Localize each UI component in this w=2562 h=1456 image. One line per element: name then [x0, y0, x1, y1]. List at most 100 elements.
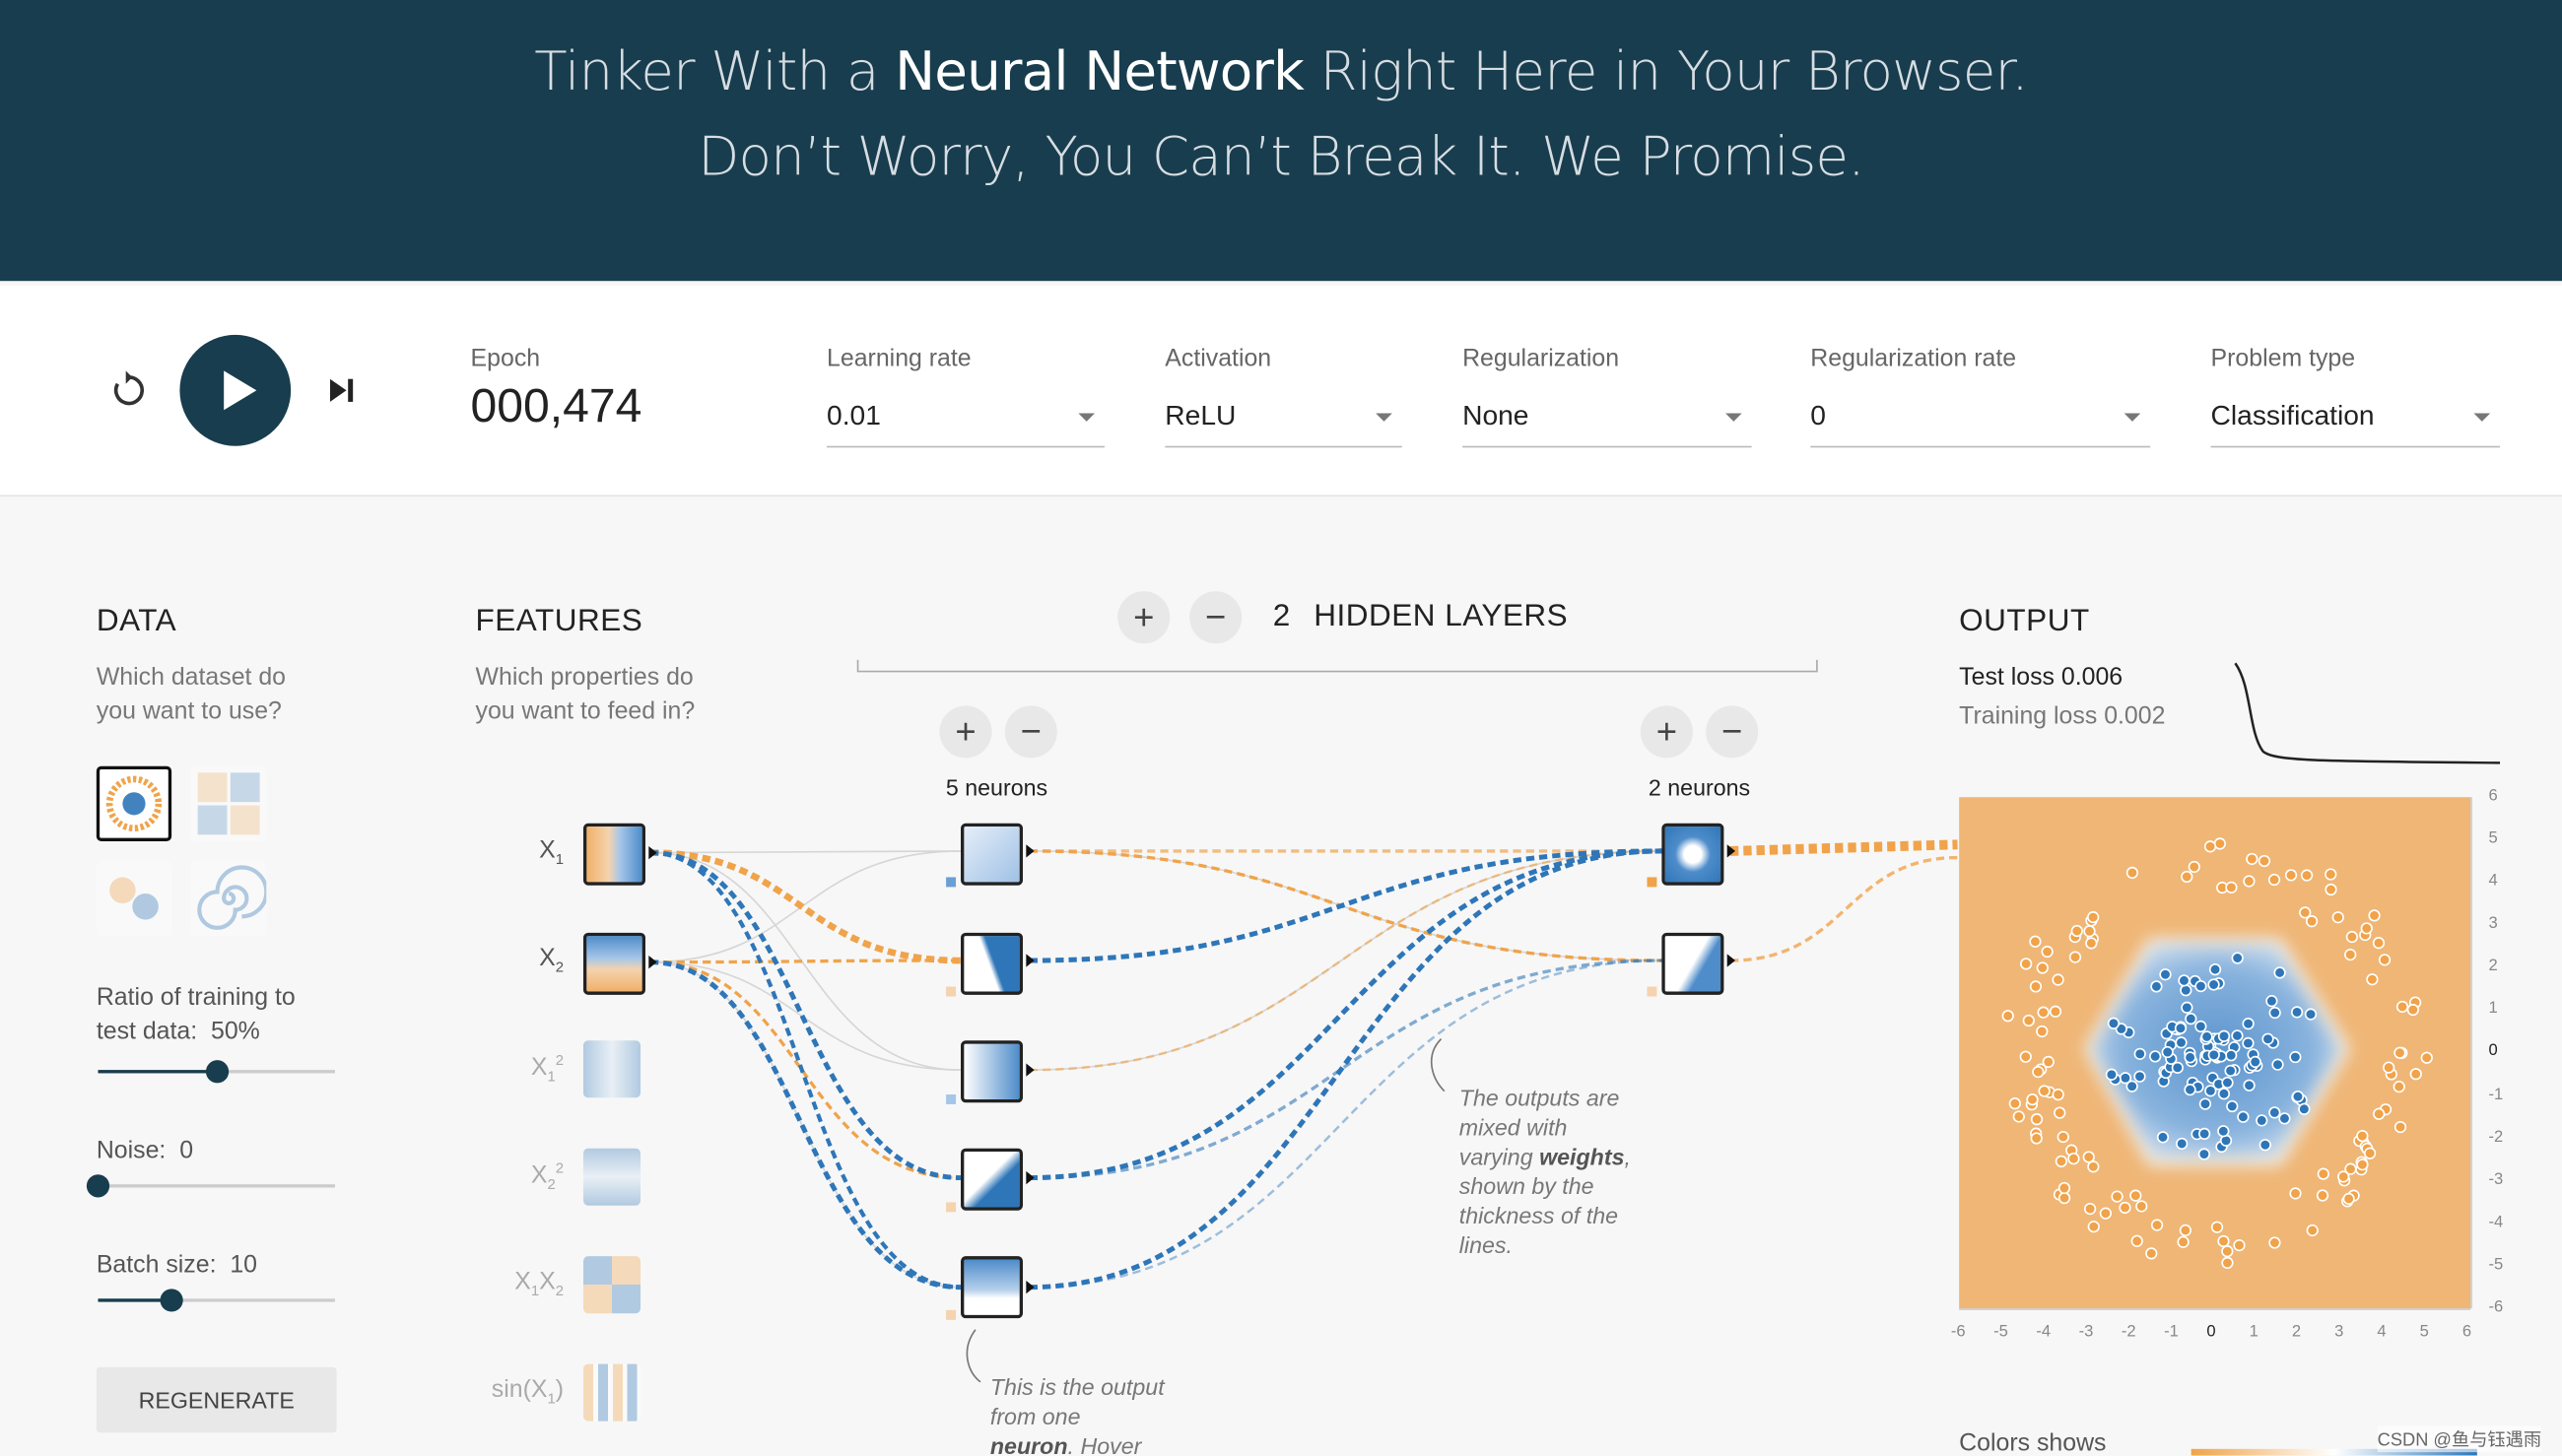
- class-orange-point: [2049, 1005, 2062, 1018]
- class-blue-point: [2217, 1125, 2230, 1138]
- class-blue-point: [2265, 995, 2278, 1008]
- step-button[interactable]: [320, 367, 363, 413]
- class-blue-point: [2171, 1061, 2184, 1074]
- bias-indicator[interactable]: [946, 986, 957, 997]
- gaussian-dataset-icon: [109, 877, 159, 920]
- class-blue-point: [2268, 1106, 2281, 1119]
- batch-size-label: Batch size: 10: [97, 1248, 257, 1283]
- training-loss-label: Training loss: [1959, 702, 2098, 731]
- class-orange-point: [2036, 1025, 2049, 1038]
- neuron-l1-2[interactable]: [961, 932, 1024, 995]
- note-line: mixed with: [1458, 1113, 1568, 1141]
- regularization-select[interactable]: None: [1462, 387, 1752, 448]
- class-blue-point: [2175, 1036, 2188, 1049]
- add-layer-button[interactable]: +: [1117, 591, 1171, 644]
- reset-icon: [113, 370, 144, 406]
- output-heatmap[interactable]: [1959, 797, 2471, 1309]
- class-blue-point: [2125, 1080, 2138, 1092]
- class-blue-point: [2181, 1001, 2193, 1014]
- ratio-slider[interactable]: [98, 1060, 335, 1084]
- class-orange-point: [2041, 945, 2054, 959]
- class-orange-point: [2246, 852, 2259, 866]
- bias-indicator[interactable]: [946, 1202, 957, 1213]
- reset-button[interactable]: [104, 367, 150, 413]
- feature-node-x1[interactable]: [582, 823, 645, 886]
- neuron-l1-5[interactable]: [961, 1256, 1024, 1319]
- add-neuron-layer1-button[interactable]: +: [939, 705, 992, 759]
- regularization-rate-value: 0: [1810, 400, 1826, 431]
- class-orange-point: [2378, 954, 2392, 966]
- dataset-thumb-xor[interactable]: [191, 765, 267, 841]
- remove-neuron-layer1-button[interactable]: −: [1004, 705, 1057, 759]
- activation-select[interactable]: ReLU: [1165, 387, 1402, 448]
- add-neuron-layer2-button[interactable]: +: [1640, 705, 1693, 759]
- regenerate-button[interactable]: REGENERATE: [96, 1366, 337, 1433]
- neuron-l1-4[interactable]: [961, 1148, 1024, 1211]
- neuron-l2-2[interactable]: [1661, 932, 1724, 995]
- class-blue-point: [2159, 968, 2172, 981]
- play-button[interactable]: [179, 334, 292, 446]
- neuron-l2-1[interactable]: [1661, 823, 1724, 886]
- feature-label-x1: X1: [499, 836, 564, 868]
- ratio-label-line: test data:: [96, 1018, 198, 1046]
- noise-slider[interactable]: [86, 1174, 335, 1198]
- class-orange-point: [2372, 937, 2386, 950]
- class-orange-point: [2181, 870, 2193, 884]
- x-tick-label: 1: [2249, 1323, 2259, 1342]
- batch-size-slider[interactable]: [98, 1289, 335, 1312]
- note-line: shown by the: [1458, 1172, 1594, 1200]
- regularization-label: Regularization: [1462, 344, 1620, 373]
- x-tick-label: -6: [1950, 1323, 1966, 1342]
- x-tick-label: -2: [2121, 1323, 2136, 1342]
- class-orange-point: [2356, 1129, 2369, 1143]
- remove-layer-button[interactable]: −: [1189, 591, 1243, 644]
- feature-subscript: 1: [530, 1282, 540, 1299]
- class-orange-point: [2057, 1192, 2071, 1205]
- class-blue-point: [2221, 1076, 2234, 1090]
- y-tick-label: 6: [2488, 787, 2498, 806]
- features-section-title: FEATURES: [475, 604, 643, 639]
- class-orange-point: [2179, 1224, 2191, 1237]
- dataset-thumb-gaussian[interactable]: [96, 860, 172, 937]
- class-orange-point: [2057, 1181, 2071, 1195]
- bias-indicator[interactable]: [946, 1093, 957, 1104]
- activation-value: ReLU: [1165, 400, 1237, 431]
- remove-neuron-layer2-button[interactable]: −: [1706, 705, 1759, 759]
- class-blue-point: [2231, 1029, 2244, 1042]
- feature-label-sin-x1: sin(X1): [466, 1375, 564, 1407]
- neuron-l1-3[interactable]: [961, 1040, 1024, 1103]
- ratio-slider-knob[interactable]: [205, 1060, 229, 1084]
- dataset-thumb-spiral[interactable]: [191, 860, 269, 937]
- bias-indicator[interactable]: [1647, 877, 1657, 888]
- bias-indicator[interactable]: [946, 1309, 957, 1320]
- feature-node-x1x2[interactable]: [582, 1256, 641, 1314]
- ratio-label: Ratio of training to test data: 50%: [97, 980, 296, 1049]
- class-orange-point: [2068, 951, 2082, 963]
- dataset-thumb-circle[interactable]: [96, 765, 172, 841]
- noise-slider-knob[interactable]: [86, 1174, 110, 1198]
- class-orange-point: [2221, 1245, 2234, 1258]
- page-header: Tinker With a Neural Network Right Here …: [0, 0, 2562, 282]
- class-orange-point: [2316, 1189, 2329, 1202]
- feature-node-x2-squared[interactable]: [582, 1148, 641, 1206]
- regularization-rate-select[interactable]: 0: [1810, 387, 2151, 448]
- neuron-l1-1[interactable]: [961, 823, 1024, 886]
- class-orange-point: [2225, 881, 2238, 893]
- class-blue-point: [2161, 1045, 2174, 1059]
- feature-node-sin-x1[interactable]: [582, 1363, 641, 1422]
- noise-label: Noise: 0: [97, 1134, 193, 1168]
- subtitle-line: you want to use?: [96, 697, 282, 726]
- y-tick-label: 5: [2488, 829, 2498, 848]
- training-loss: Training loss 0.002: [1959, 702, 2165, 730]
- problem-type-select[interactable]: Classification: [2210, 387, 2501, 448]
- feature-node-x1-squared[interactable]: [582, 1040, 641, 1098]
- class-orange-point: [2188, 860, 2200, 874]
- bias-indicator[interactable]: [1647, 986, 1657, 997]
- bias-indicator[interactable]: [946, 877, 957, 888]
- x-axis: [1959, 1308, 2471, 1320]
- learning-rate-select[interactable]: 0.01: [827, 387, 1105, 448]
- spiral-dataset-icon: [197, 865, 269, 930]
- training-loss-value: 0.002: [2104, 702, 2166, 731]
- batch-slider-knob[interactable]: [160, 1289, 183, 1312]
- feature-node-x2[interactable]: [582, 932, 645, 995]
